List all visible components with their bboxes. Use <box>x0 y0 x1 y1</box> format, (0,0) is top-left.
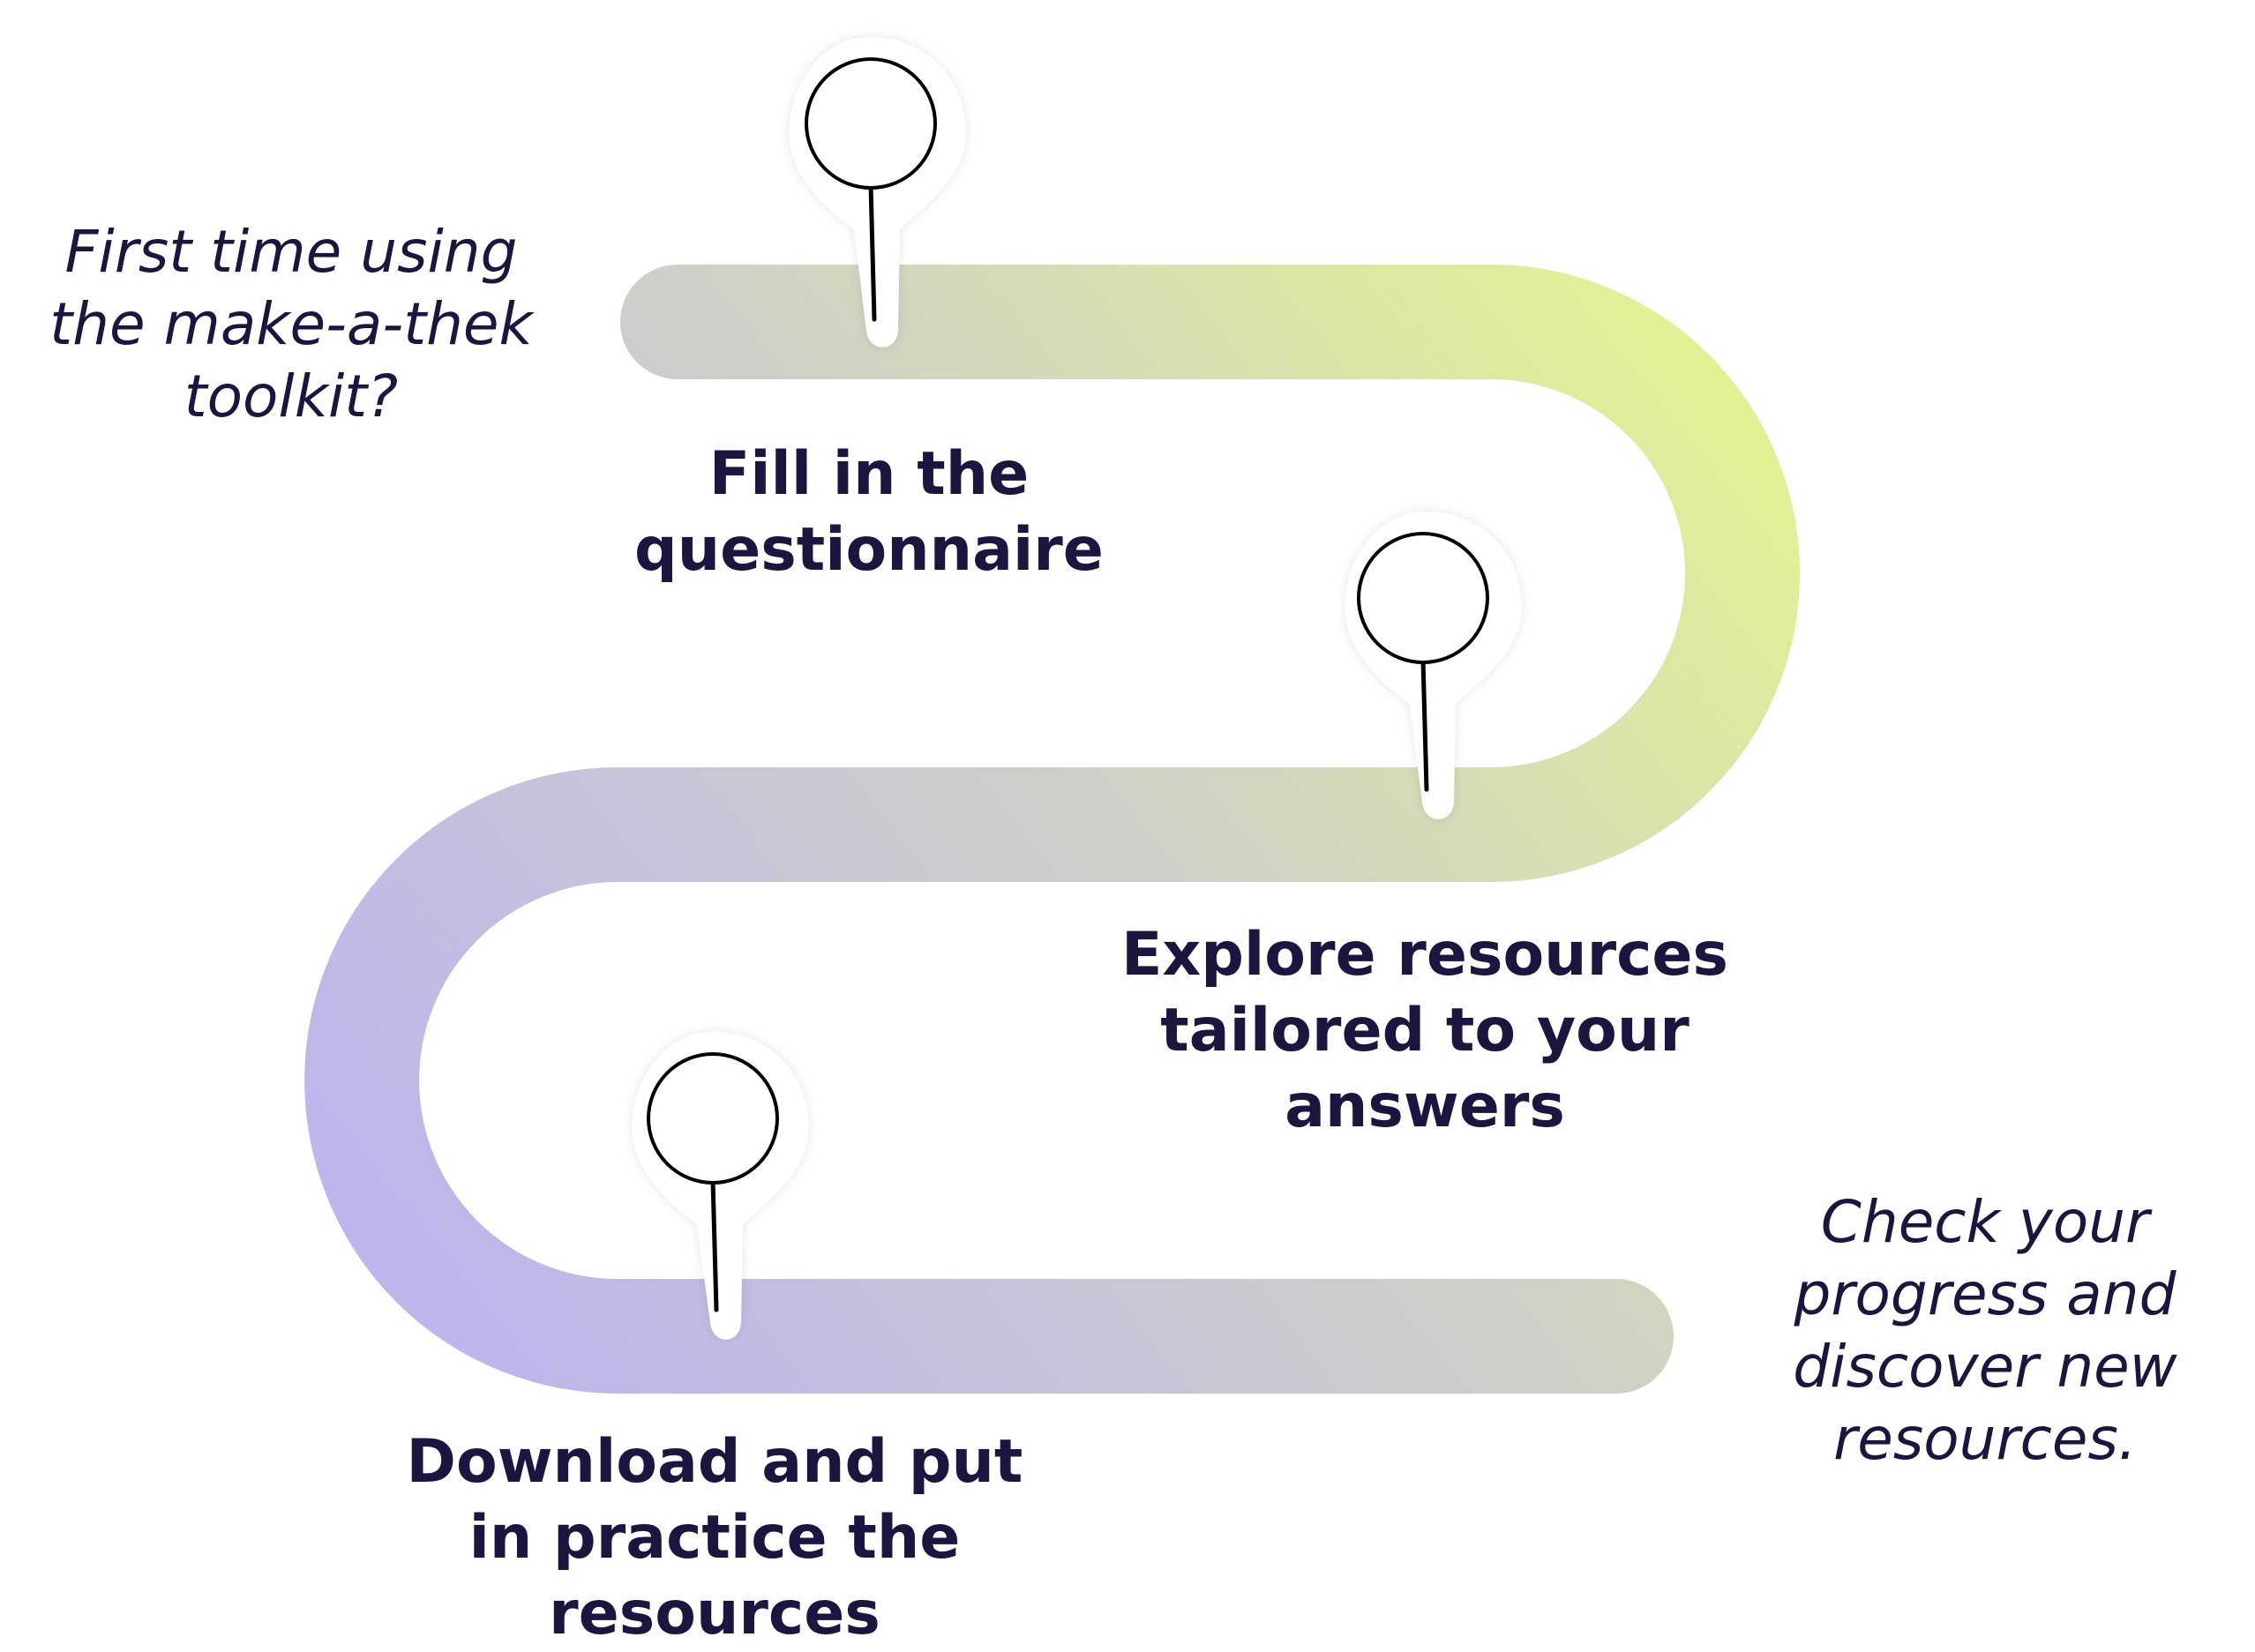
map-pin-icon <box>632 1032 809 1340</box>
road-path <box>304 265 1800 1394</box>
step-3-label: Download and put in practice the resourc… <box>406 1427 1023 1648</box>
map-pin-icon <box>1345 512 1522 819</box>
step-1-label: Fill in the questionnaire <box>634 439 1104 585</box>
map-pin-icon <box>789 37 966 348</box>
outro-text: Check your progress and discover new res… <box>1793 1188 2177 1473</box>
intro-text: First time using the make-a-thek toolkit… <box>49 218 533 430</box>
step-2-label: Explore resources tailored to your answe… <box>1120 920 1729 1141</box>
